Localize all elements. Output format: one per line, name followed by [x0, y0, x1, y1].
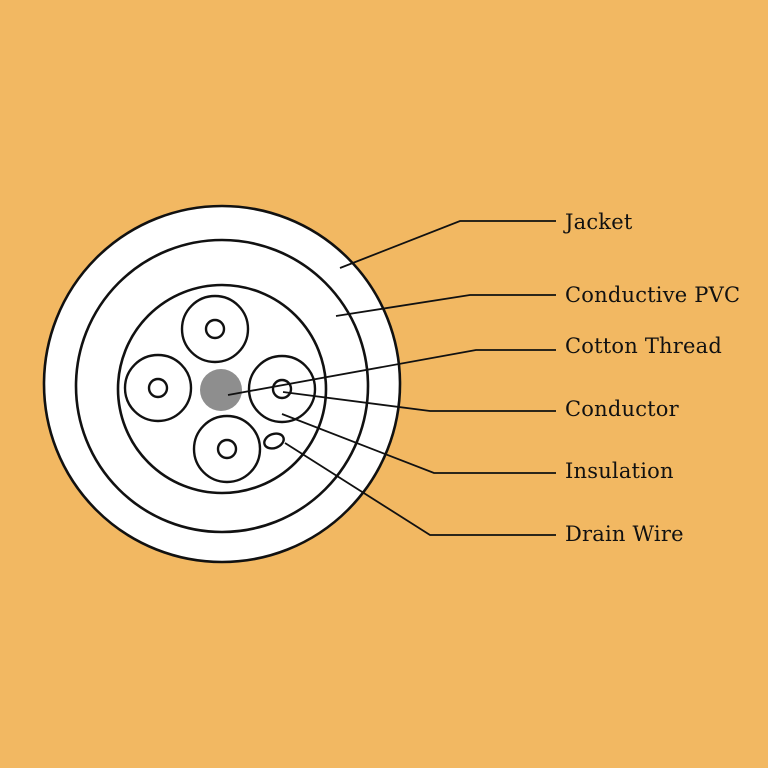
label-insulation: Insulation: [565, 459, 674, 483]
label-drain-wire: Drain Wire: [565, 522, 684, 546]
conductor-bottom: [216, 438, 238, 460]
leader-line-conductor: [282, 391, 556, 412]
cotton-thread: [200, 369, 242, 411]
leader-line-drain-wire: [284, 442, 556, 536]
label-conductor: Conductor: [565, 397, 680, 421]
label-conductive-pvc: Conductive PVC: [565, 283, 740, 307]
label-cotton-thread: Cotton Thread: [565, 334, 722, 358]
leader-line-jacket: [339, 220, 556, 269]
leader-line-insulation: [281, 413, 556, 474]
conductor-right: [271, 378, 293, 400]
conductor-top: [204, 318, 226, 340]
drain-wire: [263, 432, 285, 450]
leader-line-conductive-pvc: [335, 294, 556, 317]
leader-line-cotton-thread: [227, 349, 556, 396]
conductor-left: [147, 377, 169, 399]
label-jacket: Jacket: [563, 210, 633, 234]
